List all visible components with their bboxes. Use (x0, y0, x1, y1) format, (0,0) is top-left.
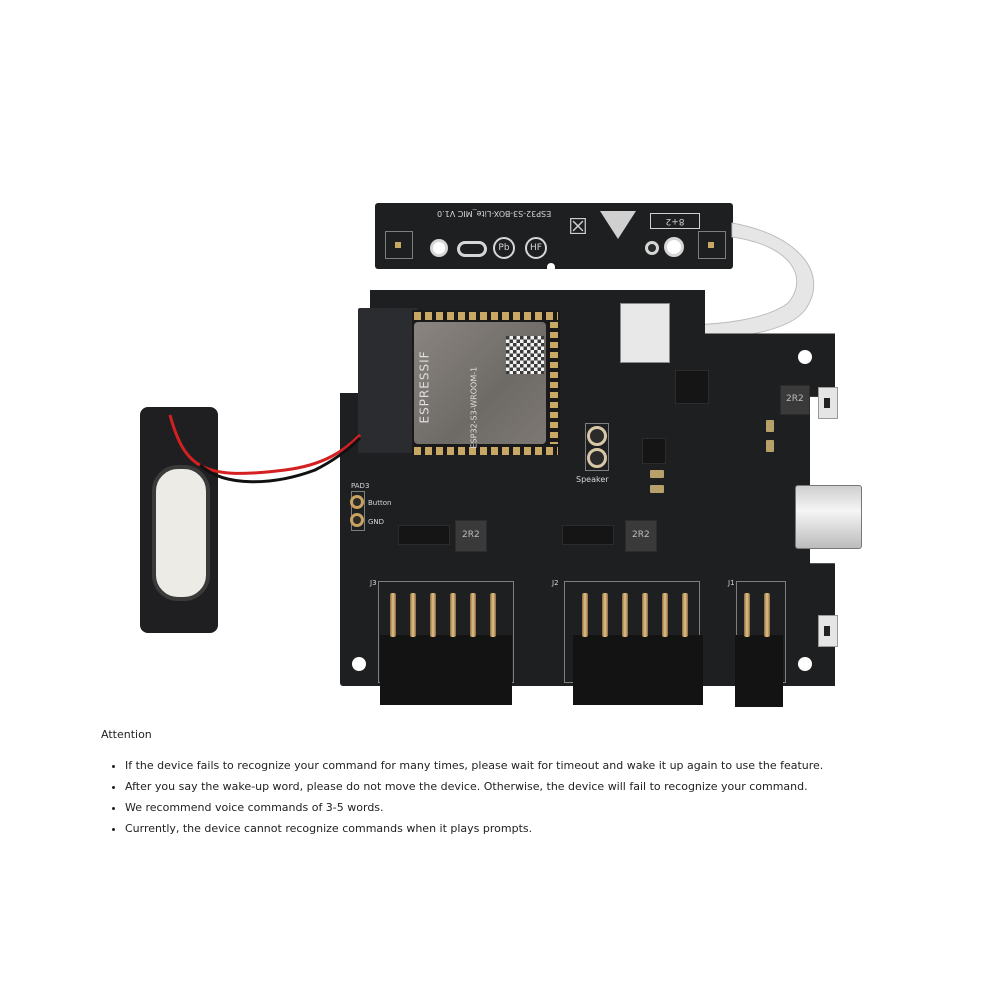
pb-free-mark: Pb (493, 237, 515, 259)
attention-title: Attention (101, 728, 152, 741)
battery-connector (358, 308, 418, 453)
module-shield: ESPRESSIF ESP32-S3-WROOM-1 (414, 322, 546, 449)
inductor: 2R2 (455, 520, 487, 552)
pmod-header-j2-housing (573, 635, 703, 705)
header-label-j2: J2 (552, 579, 559, 587)
mic-left (385, 231, 413, 259)
esd-warning-icon (600, 211, 636, 239)
oval-slot (457, 241, 487, 257)
attention-section: Attention If the device fails to recogni… (101, 728, 901, 839)
mount-hole (430, 239, 448, 257)
speaker-wires (168, 414, 362, 484)
speaker-membrane (152, 465, 210, 601)
inductor: 2R2 (625, 520, 657, 552)
attention-item: If the device fails to recognize your co… (125, 755, 901, 776)
mount-hole (352, 657, 366, 671)
attention-list: If the device fails to recognize your co… (101, 755, 901, 839)
speaker-connector (585, 423, 609, 471)
attention-item: We recommend voice commands of 3-5 words… (125, 797, 901, 818)
mic-board-label: ESP32-S3-BOX-Lite_MIC V1.0 (437, 209, 552, 218)
gnd-pad (350, 513, 364, 527)
esp32-module: ESPRESSIF ESP32-S3-WROOM-1 (412, 310, 560, 455)
qr-code (506, 336, 544, 374)
hf-mark: HF (525, 237, 547, 259)
ic-chip (398, 525, 450, 545)
mic-board: ESP32-S3-BOX-Lite_MIC V1.0 Pb HF ☒ 8+2 (375, 203, 733, 269)
usb-c-port[interactable] (795, 485, 862, 549)
mic-right (698, 231, 726, 259)
ic-chip (562, 525, 614, 545)
inductor: 2R2 (780, 385, 810, 415)
ic-chip (675, 370, 709, 404)
pad-label: PAD3 (351, 482, 370, 490)
pmod-header-j3-housing (380, 635, 512, 705)
attention-item: Currently, the device cannot recognize c… (125, 818, 901, 839)
ic-chip (642, 438, 666, 464)
mount-hole (664, 237, 684, 257)
header-label-j1: J1 (728, 579, 735, 587)
weee-icon: ☒ (568, 215, 588, 240)
module-model: ESP32-S3-WROOM-1 (469, 366, 479, 449)
speaker (140, 407, 218, 633)
gnd-pad-label: GND (368, 518, 385, 526)
mount-hole (798, 657, 812, 671)
module-brand: ESPRESSIF (417, 350, 432, 424)
side-button-bottom[interactable] (818, 615, 838, 647)
attention-item: After you say the wake-up word, please d… (125, 776, 901, 797)
button-pad (350, 495, 364, 509)
fpc-connector (620, 303, 670, 363)
button-pad-label: Button (368, 499, 392, 507)
mount-hole (798, 350, 812, 364)
product-image: ESP32-S3-BOX-Lite_MIC V1.0 Pb HF ☒ 8+2 E… (130, 195, 870, 715)
speaker-label: Speaker (576, 475, 609, 484)
side-button-top[interactable] (818, 387, 838, 419)
via (645, 241, 659, 255)
header-j1-housing (735, 635, 783, 707)
header-label-j3: J3 (370, 579, 377, 587)
pad-outline (351, 491, 365, 531)
